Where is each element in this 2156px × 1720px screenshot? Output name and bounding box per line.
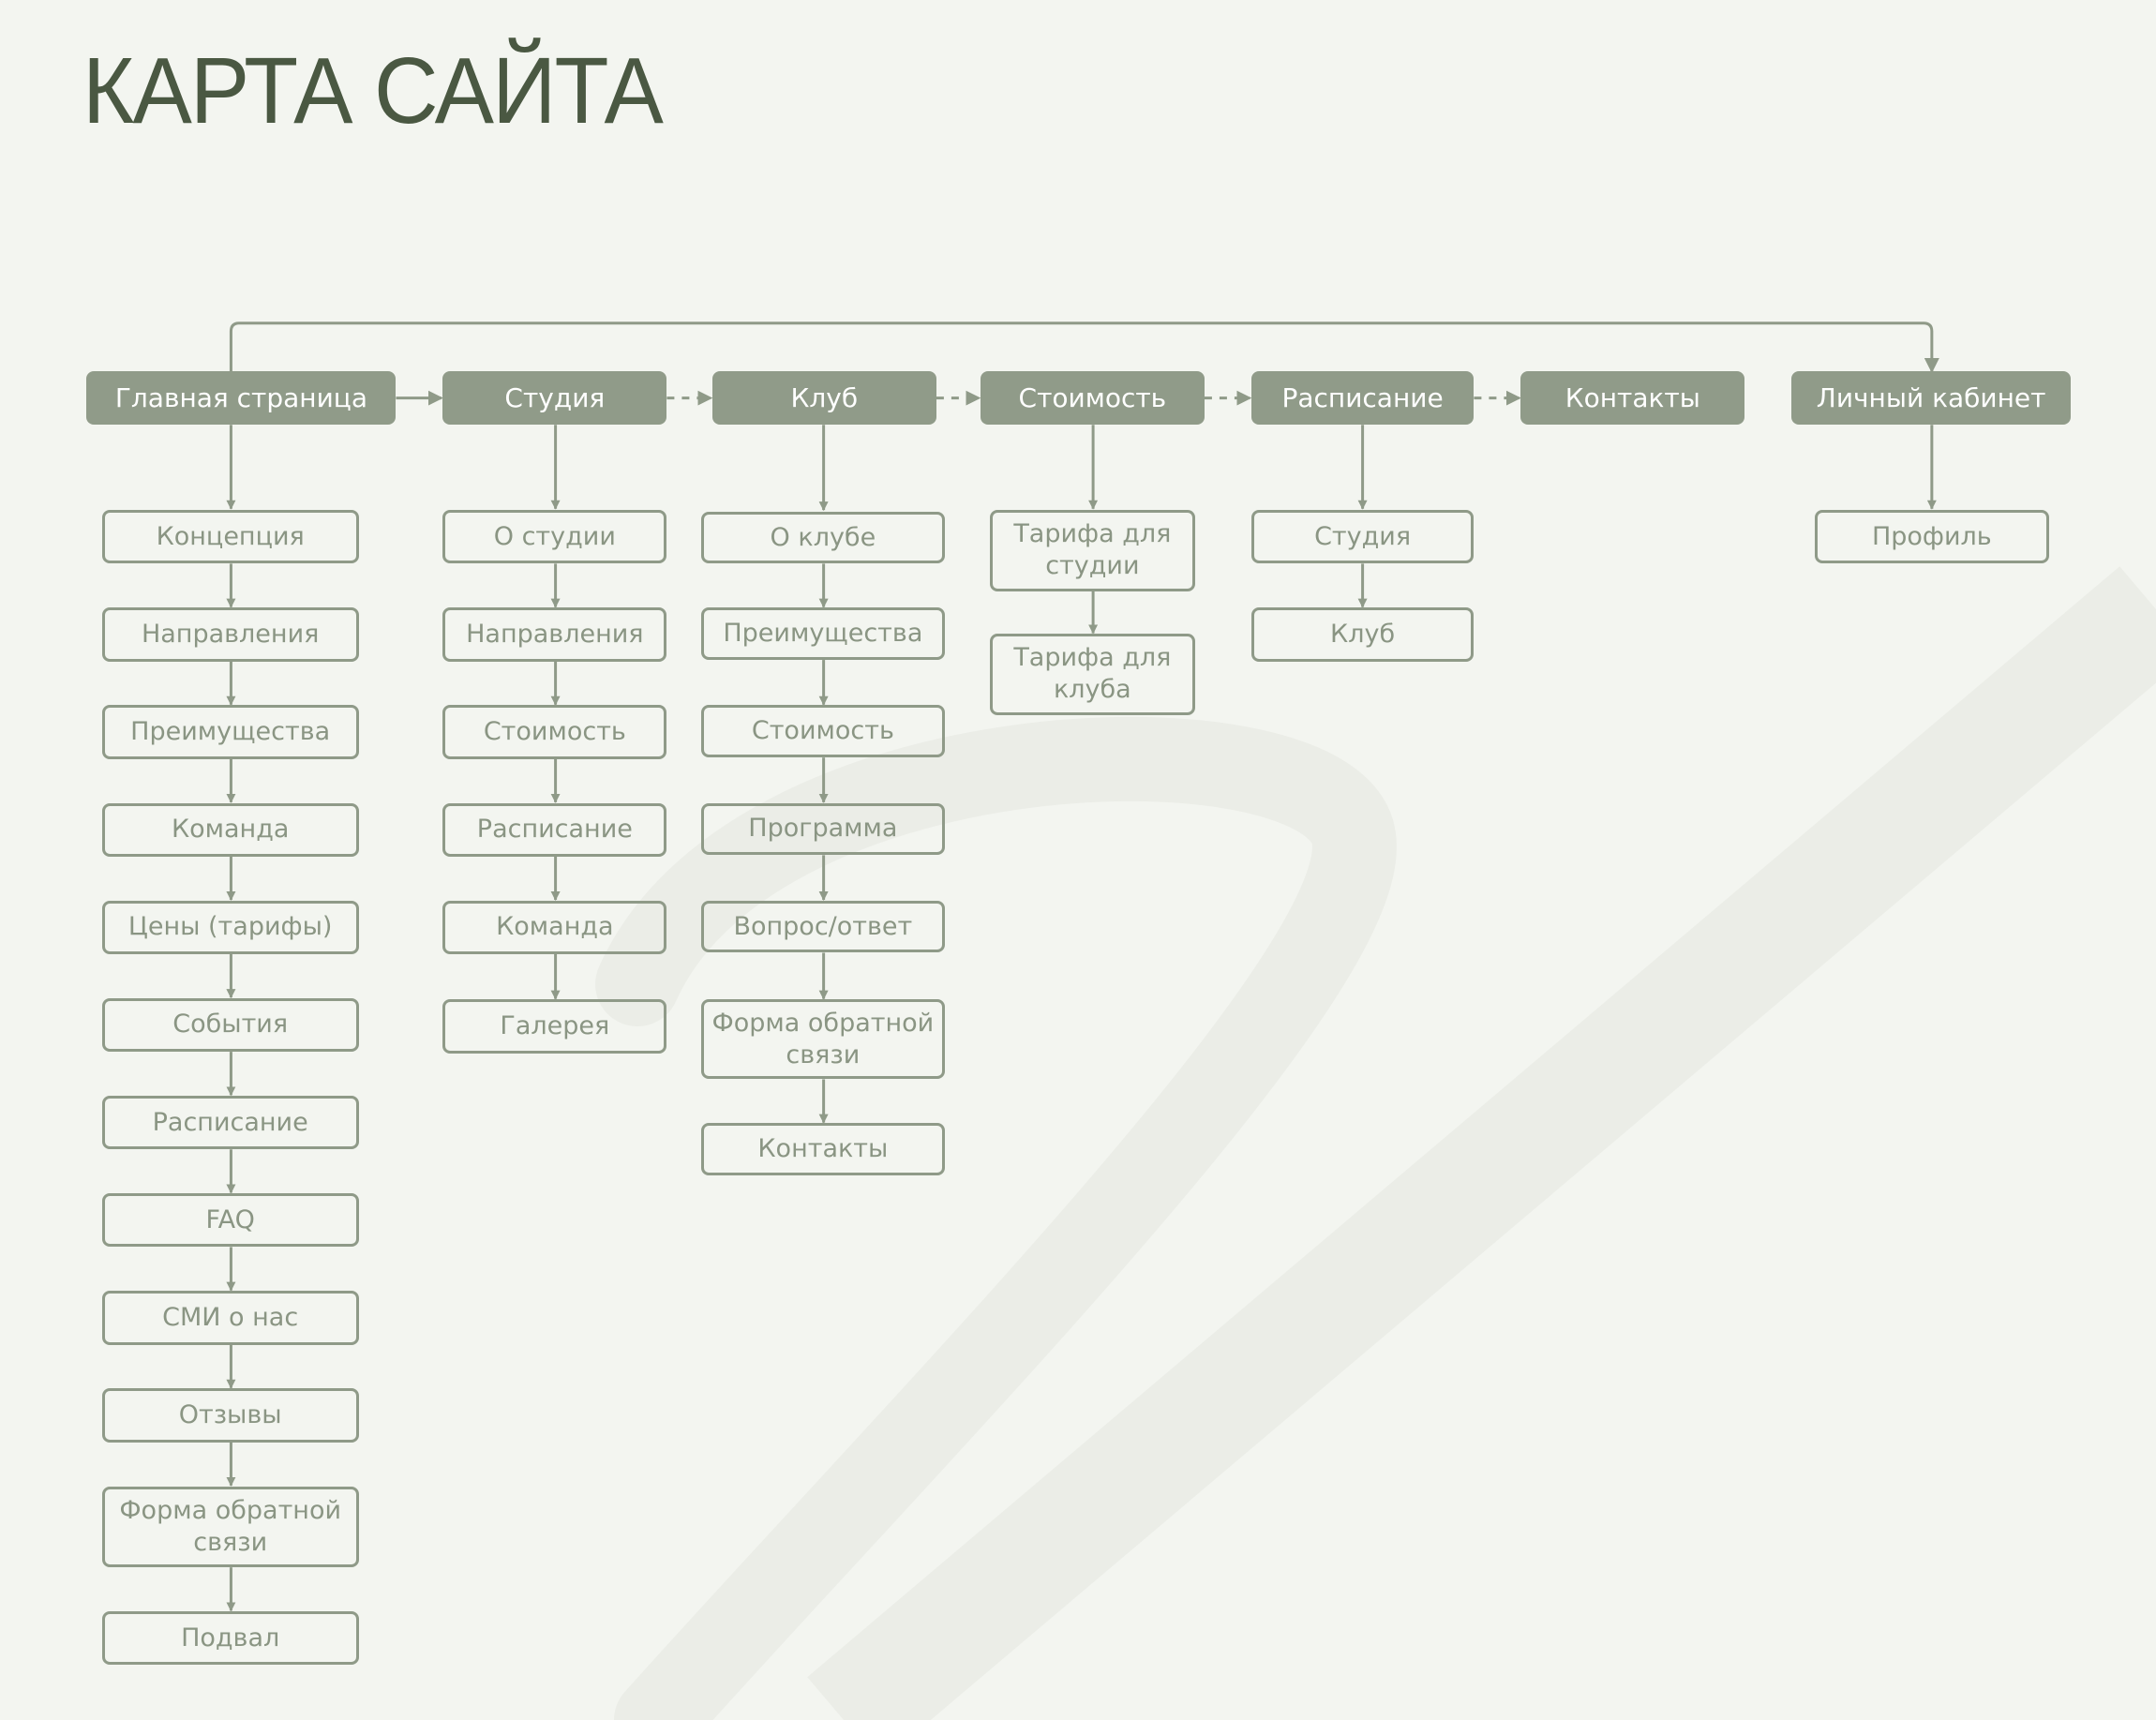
page-title: КАРТА САЙТА: [82, 38, 664, 143]
page-home-item[interactable]: Цены (тарифы): [101, 900, 359, 954]
nav-home-label: Главная страница: [114, 381, 368, 413]
page-home-item-label: Подвал: [181, 1623, 280, 1653]
page-club-item-label: Вопрос/ответ: [733, 911, 913, 941]
page-home-item[interactable]: Расписание: [101, 1096, 359, 1150]
page-home-item[interactable]: FAQ: [101, 1193, 359, 1248]
page-home-item-label: События: [172, 1010, 289, 1039]
page-home-item-label: СМИ о нас: [162, 1302, 299, 1332]
page-schedule-item[interactable]: Студия: [1250, 510, 1475, 564]
page-home-item-label: Направления: [141, 619, 320, 649]
page-home-item-label: Команда: [171, 815, 290, 845]
page-price-item[interactable]: Тарифа для студии: [990, 510, 1195, 591]
page-home-item[interactable]: Преимущества: [101, 705, 359, 759]
page-account-item-label: Профиль: [1871, 521, 1992, 551]
page-home-item[interactable]: События: [101, 997, 359, 1053]
page-schedule-item-label: Студия: [1314, 521, 1412, 551]
nav-club-label: Клуб: [790, 381, 859, 413]
page-home-item-label: Цены (тарифы): [127, 912, 333, 942]
page-club-item[interactable]: О клубе: [701, 511, 945, 564]
nav-studio-label: Студия: [504, 381, 606, 413]
page-studio-item[interactable]: Стоимость: [442, 705, 667, 759]
page-studio-item-label: Расписание: [476, 815, 633, 845]
page-schedule-item-label: Клуб: [1330, 619, 1396, 649]
page-home-item[interactable]: Форма обратной связи: [101, 1486, 359, 1568]
page-studio-item-label: О студии: [493, 521, 616, 551]
top-connector: [229, 322, 1939, 374]
page-home-item-label: FAQ: [205, 1204, 255, 1234]
page-club-item[interactable]: Вопрос/ответ: [701, 900, 945, 953]
nav-price[interactable]: Стоимость: [980, 371, 1205, 426]
page-club-item[interactable]: Форма обратной связи: [701, 999, 945, 1080]
page-club-item-label: Контакты: [757, 1134, 889, 1164]
page-studio-item[interactable]: Галерея: [442, 999, 667, 1054]
page-club-item[interactable]: Преимущества: [701, 607, 945, 661]
page-club-item-label: Преимущества: [723, 619, 923, 649]
page-studio-item-label: Направления: [466, 619, 644, 649]
page-club-item-label: Форма обратной связи: [711, 1008, 935, 1069]
page-studio-item-label: Галерея: [500, 1010, 610, 1040]
page-home-item-label: Расписание: [152, 1107, 308, 1137]
page-studio-item-label: Команда: [496, 912, 614, 942]
nav-club[interactable]: Клуб: [711, 371, 936, 426]
page-account-item[interactable]: Профиль: [1815, 510, 2049, 564]
page-studio-item[interactable]: О студии: [442, 510, 667, 564]
nav-studio[interactable]: Студия: [442, 371, 667, 426]
page-studio-item[interactable]: Команда: [442, 900, 667, 954]
nav-account[interactable]: Личный кабинет: [1791, 371, 2071, 426]
page-club-item-label: О клубе: [770, 522, 876, 552]
page-home-item[interactable]: Направления: [101, 607, 359, 662]
nav-contacts-label: Контакты: [1565, 381, 1700, 413]
page-club-item-label: Программа: [748, 814, 898, 844]
page-club-item-label: Стоимость: [751, 716, 894, 746]
nav-contacts[interactable]: Контакты: [1520, 371, 1745, 426]
page-home-item[interactable]: Подвал: [101, 1611, 359, 1666]
page-club-item[interactable]: Стоимость: [701, 705, 945, 758]
page-club-item[interactable]: Контакты: [701, 1123, 945, 1176]
page-studio-item-label: Стоимость: [483, 717, 626, 747]
nav-schedule-label: Расписание: [1281, 381, 1444, 413]
page-home-item[interactable]: Команда: [101, 802, 359, 857]
page-studio-item[interactable]: Расписание: [442, 802, 667, 857]
page-price-item-label: Тарифа для клуба: [1013, 643, 1172, 705]
page-price-item[interactable]: Тарифа для клуба: [990, 634, 1195, 715]
page-home-item[interactable]: Отзывы: [101, 1388, 359, 1443]
nav-home[interactable]: Главная страница: [86, 371, 397, 426]
page-home-item-label: Отзывы: [178, 1400, 282, 1430]
page-home-item[interactable]: Концепция: [101, 510, 359, 564]
page-home-item-label: Форма обратной связи: [119, 1495, 342, 1557]
page-home-item-label: Концепция: [156, 521, 305, 551]
nav-price-label: Стоимость: [1018, 381, 1167, 413]
page-studio-item[interactable]: Направления: [442, 607, 667, 662]
nav-account-label: Личный кабинет: [1816, 381, 2046, 413]
page-club-item[interactable]: Программа: [701, 802, 945, 856]
page-home-item[interactable]: СМИ о нас: [101, 1291, 359, 1345]
nav-schedule[interactable]: Расписание: [1250, 371, 1475, 426]
page-home-item-label: Преимущества: [130, 717, 331, 747]
page-price-item-label: Тарифа для студии: [1013, 519, 1172, 581]
page-schedule-item[interactable]: Клуб: [1250, 607, 1475, 662]
